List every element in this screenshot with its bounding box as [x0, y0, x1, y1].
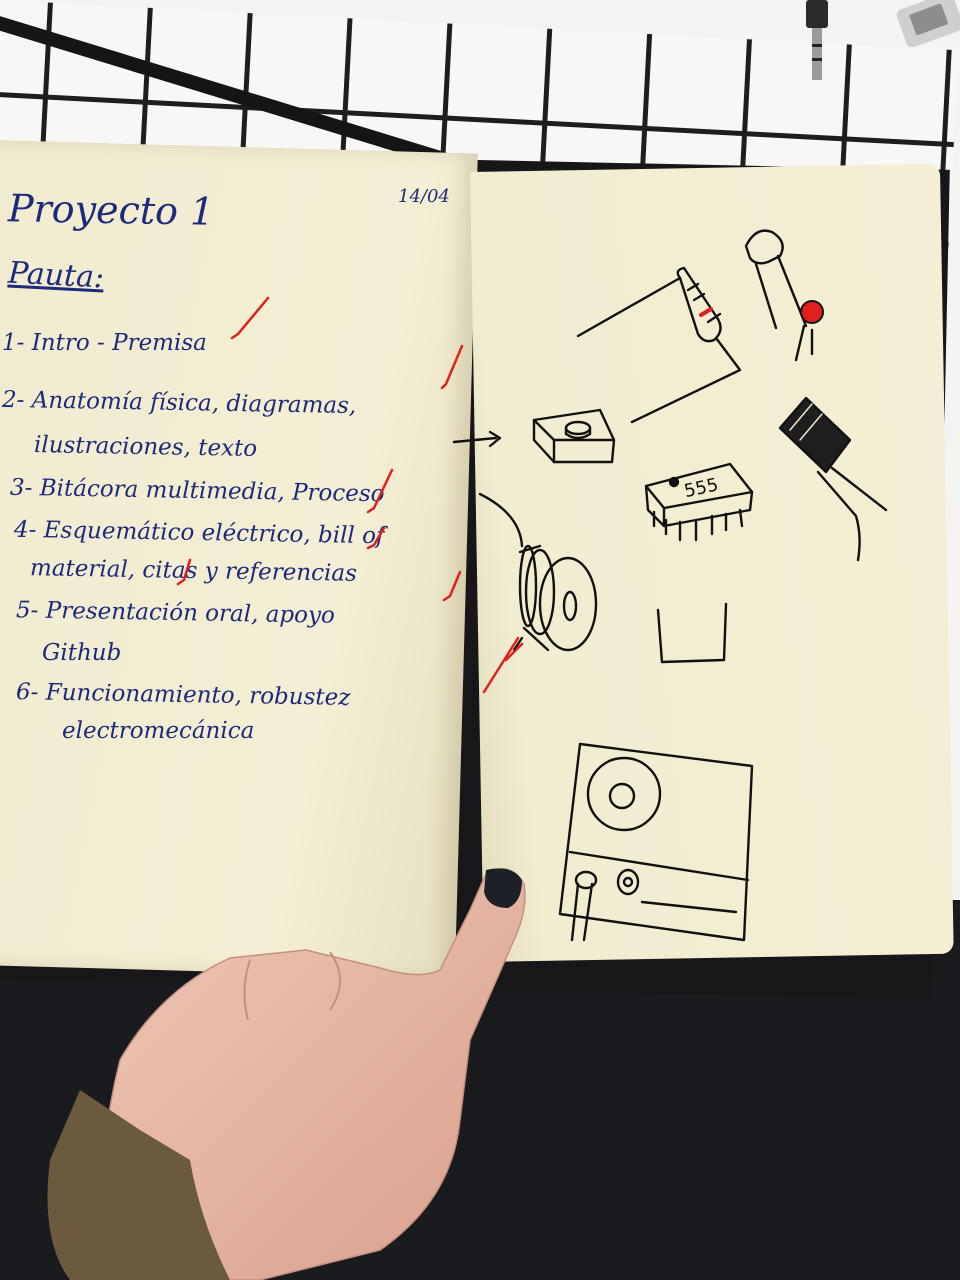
list-item: 1- Intro - Premisa	[2, 330, 207, 356]
sensor-sketch	[778, 396, 888, 562]
chip-555-sketch	[644, 462, 754, 542]
check-mark-icon	[366, 526, 386, 550]
resistor-sketch	[576, 266, 742, 424]
audio-jack-icon	[806, 0, 828, 80]
check-mark-icon	[176, 558, 192, 586]
box-sketch	[656, 602, 728, 664]
check-mark-icon	[442, 570, 462, 602]
check-mark-icon	[366, 468, 394, 514]
enclosure-sketch	[558, 742, 754, 942]
date-label: 14/04	[398, 186, 450, 207]
check-mark-icon	[440, 344, 464, 390]
check-mark-icon	[230, 296, 270, 340]
speaker-sketch	[478, 492, 598, 652]
sleeve-shape	[47, 1090, 230, 1280]
list-item: Github	[42, 640, 122, 666]
pushbutton-sketch	[452, 408, 616, 464]
list-item: electromecánica	[62, 718, 255, 744]
fingernail	[484, 868, 522, 908]
usb-plug-icon	[896, 0, 960, 48]
